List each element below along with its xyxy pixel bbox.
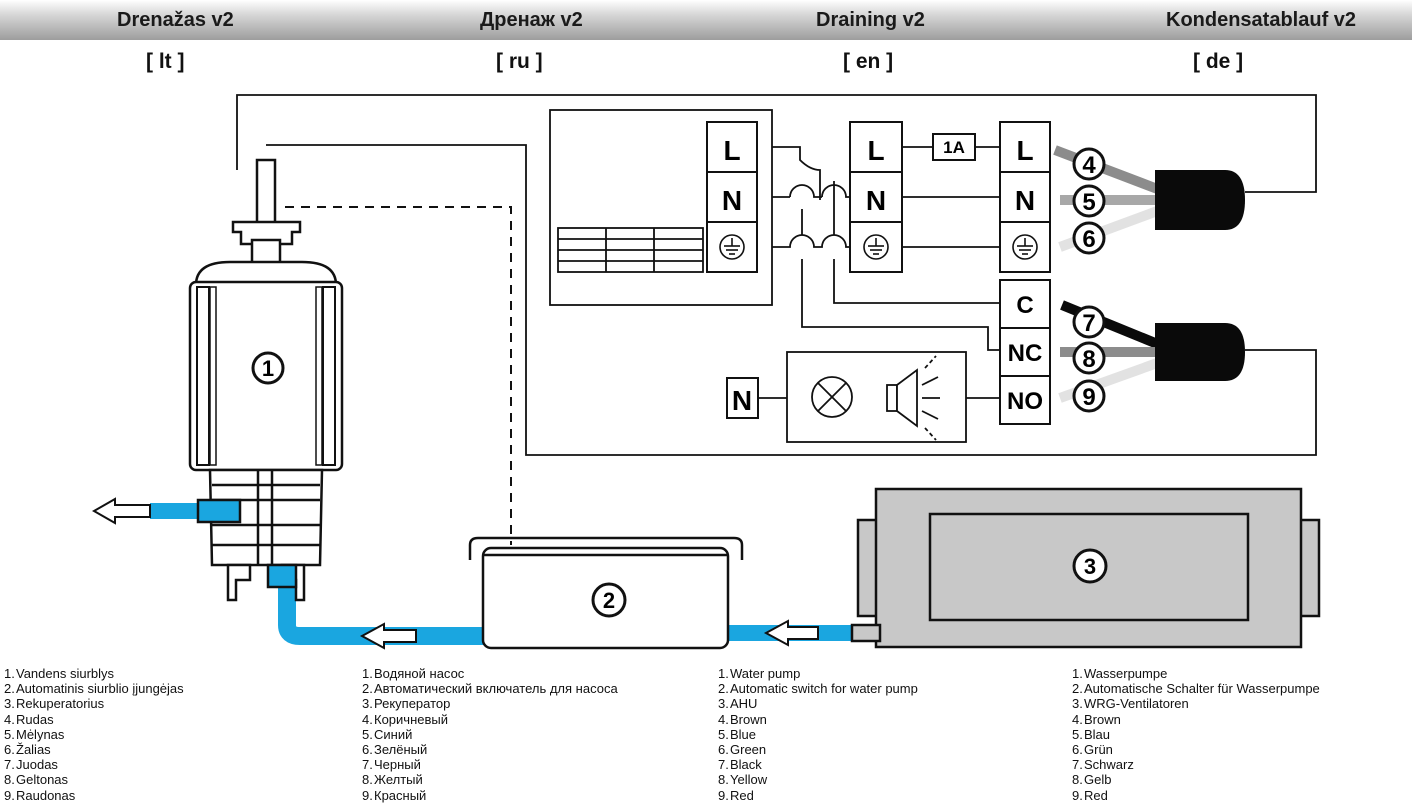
wire-number-badge <box>1072 305 1106 339</box>
legend-lt: 1.Vandens siurblys 2.Automatinis siurbli… <box>4 666 184 803</box>
terminal-block-b <box>849 121 903 273</box>
wire-number-5: 5 <box>1082 189 1095 216</box>
ground-icon <box>1012 234 1038 260</box>
lang-tag-en: [ en ] <box>843 50 894 73</box>
legend-item: 5.Blue <box>718 726 757 742</box>
legend-item: 5.Blau <box>1072 726 1111 742</box>
legend-ru: 1.Водяной насос 2.Автоматический включат… <box>362 666 618 803</box>
relay-C: C <box>1016 292 1033 319</box>
wire-number-badge <box>1072 341 1106 375</box>
terminal-block-a <box>706 121 758 273</box>
outlet-arrow-icon <box>91 497 151 525</box>
fuse-box <box>932 133 976 161</box>
legend-item: 6.Grün <box>1072 741 1113 757</box>
wire-number-badge <box>1072 184 1106 218</box>
wire-number-8: 8 <box>1082 346 1095 373</box>
switch-number-badge <box>591 582 627 618</box>
signal-wire-dashed <box>285 206 512 545</box>
wire-number-9: 9 <box>1082 384 1095 411</box>
legend-item: 7.Black <box>718 757 762 773</box>
legend-item: 4.Rudas <box>4 711 54 727</box>
legend-item: 6.Žalias <box>4 741 51 757</box>
legend-item: 2.Automatic switch for water pump <box>718 681 918 697</box>
title-en: Draining v2 <box>816 9 925 31</box>
legend-item: 3.AHU <box>718 696 758 712</box>
legend-item: 3.Rekuperatorius <box>4 696 105 712</box>
flow-arrow-icon <box>359 622 417 650</box>
fuse-label: 1A <box>943 138 965 157</box>
legend-item: 8.Yellow <box>718 772 768 788</box>
legend-item: 3.WRG-Ventilatoren <box>1072 696 1189 712</box>
legend-item: 3.Рекуператор <box>362 696 451 712</box>
wire-number-7: 7 <box>1082 310 1095 337</box>
legend-item: 5.Mėlynas <box>4 726 65 742</box>
lang-tag-ru: [ ru ] <box>496 50 543 73</box>
wire-number-badge <box>1072 379 1106 413</box>
legend-en: 1.Water pump 2.Automatic switch for wate… <box>718 666 918 803</box>
legend-item: 6.Green <box>718 741 767 757</box>
power-cable <box>1053 145 1245 252</box>
wires <box>236 94 1317 456</box>
legend-item: 2.Automatische Schalter für Wasserpumpe <box>1072 681 1320 697</box>
terminal-block-c <box>999 121 1051 273</box>
legend-item: 8.Geltonas <box>4 772 69 788</box>
legend-item: 4.Brown <box>1072 711 1121 727</box>
title-lt: Drenažas v2 <box>117 9 234 31</box>
legend-item: 6.Зелёный <box>362 741 428 757</box>
lamp-n-terminal <box>726 377 759 419</box>
legend-item: 9.Красный <box>362 787 427 803</box>
terminal-c-L: L <box>1016 135 1033 166</box>
lamp-n-label: N <box>732 385 752 416</box>
legend-item: 5.Синий <box>362 726 413 742</box>
legend-de: 1.Wasserpumpe 2.Automatische Schalter fü… <box>1072 666 1320 803</box>
relay-NC: NC <box>1008 340 1043 367</box>
legend-item: 1.Wasserpumpe <box>1072 666 1168 681</box>
relay-terminal-block <box>999 279 1051 425</box>
lang-tag-de: [ de ] <box>1193 50 1244 73</box>
title-de: Kondensatablauf v2 <box>1166 9 1357 31</box>
ground-icon <box>719 234 745 260</box>
legend-item: 7.Schwarz <box>1072 757 1134 773</box>
legend-item: 9.Raudonas <box>4 787 76 803</box>
terminal-b-L: L <box>867 135 884 166</box>
legend-item: 7.Черный <box>362 757 421 773</box>
legend-item: 1.Vandens siurblys <box>4 666 115 681</box>
wire-number-6: 6 <box>1082 226 1095 253</box>
ground-icon <box>863 234 889 260</box>
relay-cable <box>1058 300 1245 403</box>
legend-item: 9.Red <box>1072 787 1108 803</box>
switch-number: 2 <box>603 588 615 613</box>
flow-arrow-icon <box>763 619 819 647</box>
title-ru: Дренаж v2 <box>480 9 583 31</box>
legend-item: 7.Juodas <box>4 757 58 773</box>
ahu-number-badge <box>1072 548 1108 584</box>
legend-item: 4.Brown <box>718 711 767 727</box>
terminal-a-L: L <box>723 135 740 166</box>
terminal-c-N: N <box>1015 185 1035 216</box>
ahu-number: 3 <box>1084 554 1096 579</box>
legend-item: 2.Automatinis siurblio įjungėjas <box>4 681 184 697</box>
pipe-pump-to-switch <box>278 578 485 645</box>
legend-item: 1.Water pump <box>718 666 801 681</box>
lang-tag-lt: [ lt ] <box>146 50 185 73</box>
title-bar <box>0 0 1412 40</box>
legend-item: 2.Автоматический включатель для насоса <box>362 681 618 697</box>
lamp-icon <box>811 376 853 418</box>
pump-number-badge <box>251 351 285 385</box>
wire-number-badge <box>1072 147 1106 181</box>
legend-item: 4.Коричневый <box>362 711 448 727</box>
legend-item: 9.Red <box>718 787 754 803</box>
relay-NO: NO <box>1007 388 1043 415</box>
legend-item: 8.Gelb <box>1072 772 1112 788</box>
legend-item: 8.Желтый <box>362 772 423 788</box>
wire-number-badge <box>1072 221 1106 255</box>
legend-item: 1.Водяной насос <box>362 666 465 681</box>
buzzer-icon <box>886 355 940 441</box>
pump-number: 1 <box>262 356 274 381</box>
wire-number-4: 4 <box>1082 152 1096 179</box>
terminal-b-N: N <box>866 185 886 216</box>
terminal-a-N: N <box>722 185 742 216</box>
